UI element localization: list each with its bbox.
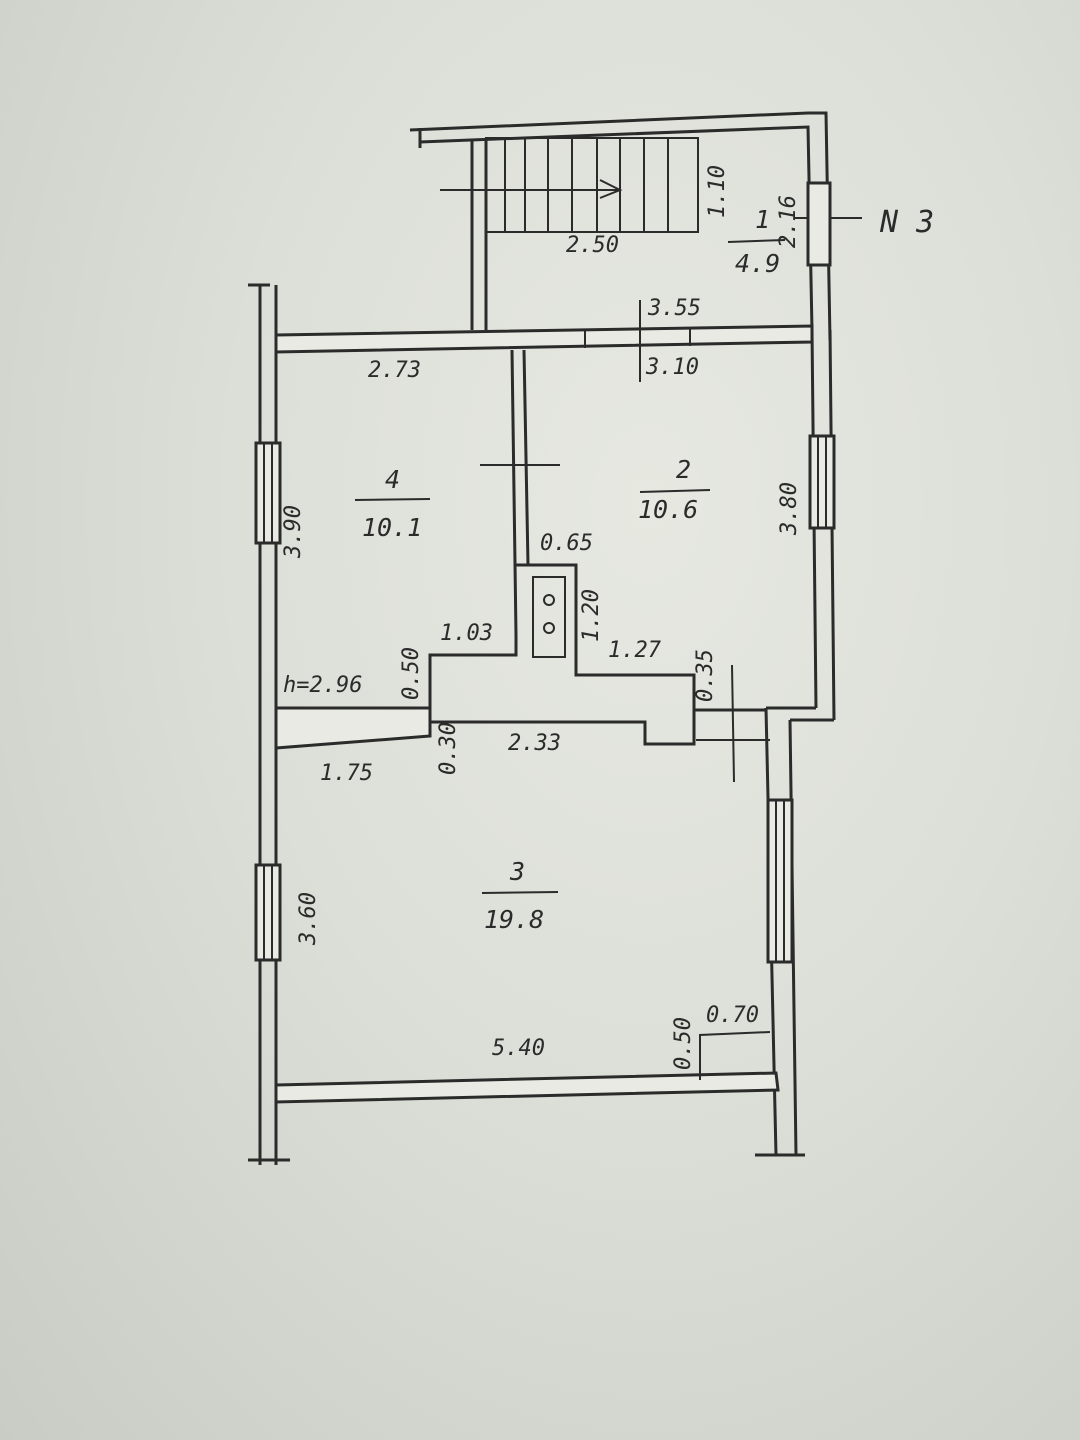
dim-hall-left: 1.75: [320, 761, 373, 786]
dim-room4-side: 3.90: [281, 505, 306, 559]
room-3-area: 19.8: [484, 905, 544, 934]
room-2-id: 2: [676, 455, 691, 484]
dim-room3-bottom: 5.40: [492, 1036, 545, 1061]
height-label: h=2.96: [283, 673, 362, 698]
room-2-area: 10.6: [638, 495, 698, 524]
labels: 1 4.9 2 10.6 3 19.8 4 10.1 N 3 h=2.96 2.…: [281, 165, 934, 1070]
dim-room2-side: 3.80: [777, 482, 802, 536]
dim-niche-w: 0.70: [706, 1003, 759, 1028]
top-wall: [274, 324, 814, 354]
room-4-area: 10.1: [362, 513, 422, 542]
dim-step-c: 1.27: [608, 638, 662, 663]
dim-step-d: 0.35: [693, 649, 718, 702]
dim-room2-top: 3.10: [645, 355, 699, 380]
dim-step-b: 0.50: [399, 647, 424, 700]
window-left-lower: [254, 863, 282, 962]
dim-room3-side: 3.60: [296, 892, 321, 946]
window-right-upper: [808, 434, 836, 530]
dim-corridor-top: 3.55: [647, 296, 701, 321]
dim-hall-mid: 2.33: [508, 731, 561, 756]
dim-stair-height: 1.10: [705, 165, 730, 218]
dim-stove-side: 1.20: [579, 589, 604, 642]
room-1-area: 4.9: [735, 249, 780, 278]
window-left-upper: [254, 441, 282, 545]
room-4-id: 4: [385, 465, 400, 494]
partitions: [274, 349, 771, 1080]
window-right-lower: [766, 798, 794, 964]
dim-hall-wall: 0.30: [436, 722, 461, 775]
dim-stove-top: 0.65: [540, 531, 593, 556]
dim-room4-top: 2.73: [368, 358, 421, 383]
stair-treads: [504, 138, 669, 232]
plan-number: N 3: [879, 205, 934, 240]
dim-room1-side: 2.16: [776, 195, 801, 248]
dim-step-a: 1.03: [440, 621, 493, 646]
dim-niche-h: 0.50: [671, 1017, 696, 1070]
room-3-id: 3: [509, 857, 525, 886]
dim-stair-width: 2.50: [566, 233, 619, 258]
window-room1: [806, 181, 832, 267]
room-1-id: 1: [755, 205, 770, 234]
